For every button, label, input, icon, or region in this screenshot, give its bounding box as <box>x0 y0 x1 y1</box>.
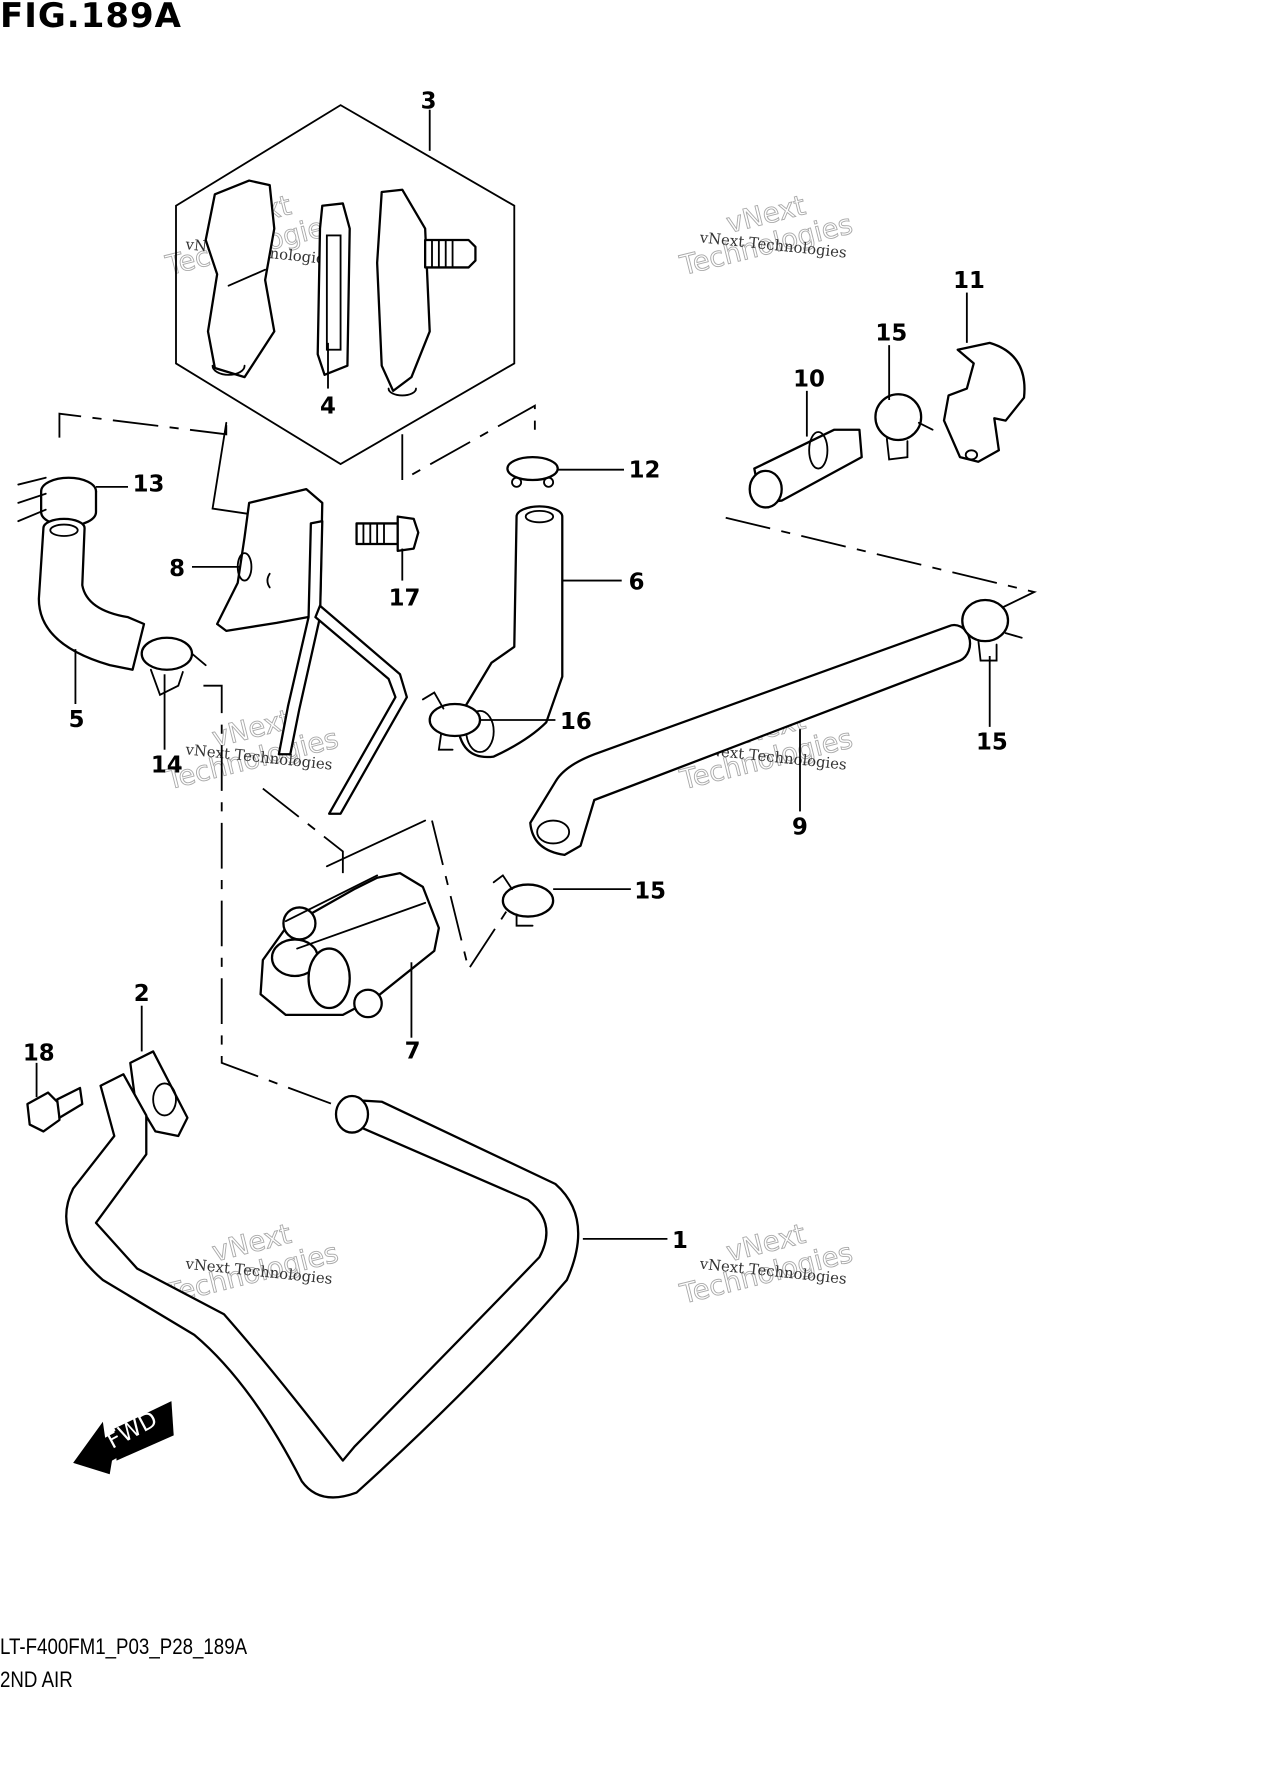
callout-11: 11 <box>953 268 985 294</box>
figure-code: LT-F400FM1_P03_P28_189A <box>0 1634 248 1659</box>
callout-10: 10 <box>793 366 825 392</box>
bolt-18[interactable] <box>26 1086 84 1133</box>
figure-subtitle: 2ND AIR <box>0 1667 73 1692</box>
hose-5[interactable] <box>37 517 146 671</box>
assembly-bolt[interactable] <box>423 238 477 269</box>
pipe-left <box>277 520 324 756</box>
figure-title: FIG.189A <box>0 0 182 36</box>
callout-15-right: 15 <box>976 730 1008 756</box>
assembly-hexagon <box>175 104 516 466</box>
clamp-14[interactable] <box>140 636 207 697</box>
clamp-12[interactable] <box>506 456 559 488</box>
fwd-direction-indicator: FWD <box>73 1401 174 1475</box>
bolt-17[interactable] <box>355 515 420 552</box>
callout-7: 7 <box>405 1038 421 1064</box>
pipe-right <box>314 604 408 815</box>
callout-15-mid: 15 <box>634 878 666 904</box>
callout-labels: 3 4 13 8 17 6 12 16 9 15 5 14 10 15 11 1… <box>23 89 1008 1254</box>
callout-4: 4 <box>320 394 336 420</box>
hose-1[interactable] <box>65 1073 580 1499</box>
callout-1: 1 <box>672 1228 688 1254</box>
hose-6[interactable] <box>455 505 564 759</box>
clamp-15-mid[interactable] <box>492 874 555 927</box>
reed-valve-housing-right[interactable] <box>375 188 431 392</box>
clamp-15-top[interactable] <box>874 393 934 461</box>
callout-12: 12 <box>629 458 661 484</box>
callout-18: 18 <box>23 1041 55 1067</box>
callout-2: 2 <box>134 981 150 1007</box>
callout-8: 8 <box>169 556 185 582</box>
callout-14: 14 <box>151 753 183 779</box>
reed-valve-assembly-group <box>175 104 516 466</box>
bracket[interactable] <box>216 487 324 632</box>
callout-6: 6 <box>629 570 645 596</box>
callout-15-top: 15 <box>875 321 907 347</box>
callout-3: 3 <box>421 89 437 115</box>
joint-10[interactable] <box>748 428 863 509</box>
reed-valve[interactable] <box>316 202 351 376</box>
callout-9: 9 <box>792 814 808 840</box>
reed-valve-housing-left[interactable] <box>204 179 276 379</box>
figure-caption: LT-F400FM1_P03_P28_189A 2ND AIR <box>0 1630 247 1696</box>
callout-13: 13 <box>133 471 165 497</box>
hose-11[interactable] <box>942 341 1026 463</box>
hose-9[interactable] <box>529 623 972 856</box>
callout-5: 5 <box>69 707 85 733</box>
callout-16: 16 <box>560 709 592 735</box>
callout-17: 17 <box>389 586 421 612</box>
leader-lines <box>35 109 991 1240</box>
clamp-16[interactable] <box>421 691 482 751</box>
clamp-15-right[interactable] <box>961 598 1023 662</box>
air-control-valve[interactable] <box>259 872 440 1019</box>
guide-lines <box>58 404 1037 1108</box>
